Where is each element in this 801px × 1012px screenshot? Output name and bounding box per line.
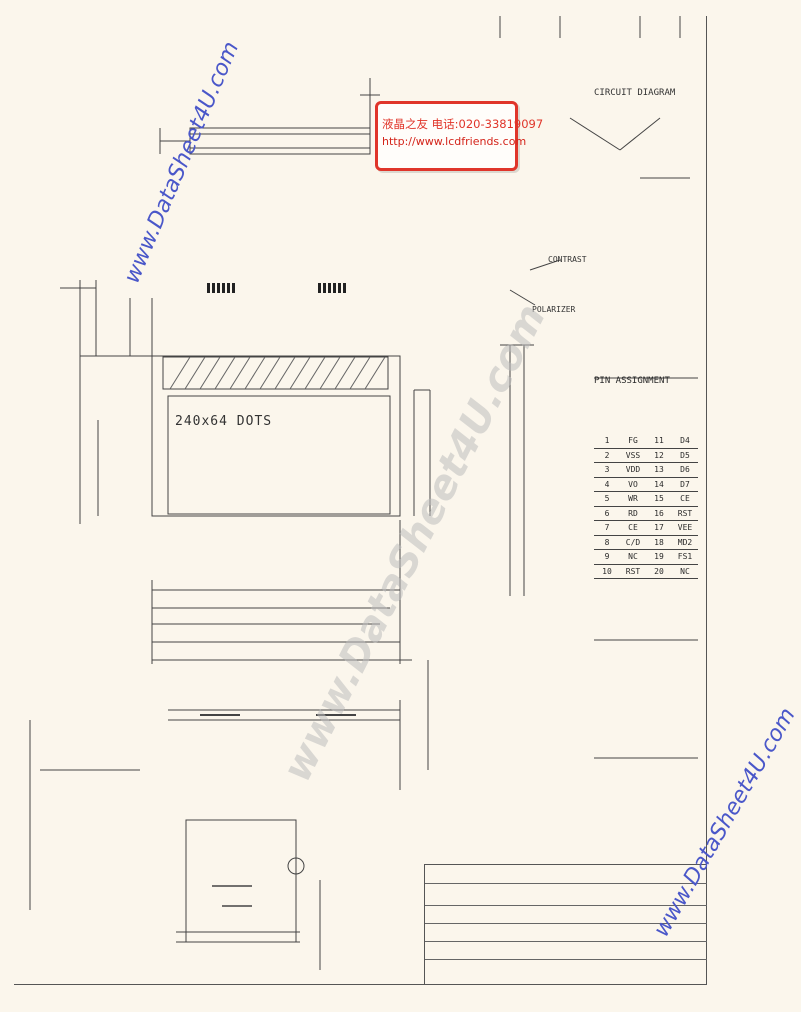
pin-cell: 13 <box>654 465 664 474</box>
pin-cell: FG <box>628 436 638 445</box>
pin-cell: D6 <box>680 465 690 474</box>
pin-cell: VDD <box>625 465 641 474</box>
pin-row: 6 RD 16 RST <box>594 507 698 521</box>
pin-cell: 10 <box>602 566 612 576</box>
pin-cell: 18 <box>654 537 664 547</box>
pin-cell: 19 <box>654 552 664 561</box>
pin-cell: 20 <box>654 566 664 576</box>
pin-cell: NC <box>628 552 638 561</box>
pin-row: 5 WR 15 CE <box>594 492 698 507</box>
pin-cell: RST <box>677 508 693 518</box>
pin-cell: RD <box>628 508 638 518</box>
dealer-stamp: 液晶之友 电话:020-33819097 http://www.lcdfrien… <box>375 101 544 171</box>
contrast-label: CONTRAST <box>548 255 587 264</box>
pin-cell: WR <box>628 494 638 503</box>
pin-cell: 5 <box>604 494 610 503</box>
pin-cell: D4 <box>680 436 690 445</box>
polarizer-label: POLARIZER <box>532 305 576 314</box>
pin-cell: 7 <box>604 523 610 532</box>
pin-row: 7 CE 17 VEE <box>594 521 698 536</box>
pin-cell: 2 <box>604 450 610 460</box>
pin-cell: 17 <box>654 523 664 532</box>
pin-cell: 15 <box>654 494 664 503</box>
sheet-border <box>14 16 707 985</box>
pin-cell: CE <box>680 494 690 503</box>
pin-cell: 6 <box>604 508 610 518</box>
pin-cell: 14 <box>654 479 664 489</box>
pin-row: 8 C/D 18 MD2 <box>594 536 698 550</box>
mechanical-drawing <box>29 16 698 970</box>
pin-cell: 9 <box>604 552 610 561</box>
pin-cell: 16 <box>654 508 664 518</box>
pin-cell: D5 <box>680 450 690 460</box>
pin-row: 4 VO 14 D7 <box>594 478 698 492</box>
pin-cell: VO <box>628 479 638 489</box>
pin-cell: C/D <box>625 537 641 547</box>
pin-cell: VEE <box>677 523 693 532</box>
stamp-phone-text: 液晶之友 电话:020-33819097 <box>382 117 544 131</box>
pin-row: 10 RST 20 NC <box>594 565 698 579</box>
stamp-url-text[interactable]: http://www.lcdfriends.com <box>382 135 527 148</box>
pin-cell: CE <box>628 523 638 532</box>
pin-cell: 1 <box>604 436 610 445</box>
pin-cell: FS1 <box>677 552 693 561</box>
pin-cell: MD2 <box>677 537 693 547</box>
pin-cell: 12 <box>654 450 664 460</box>
pin-row: 1 FG 11 D4 <box>594 434 698 449</box>
pin-cell: VSS <box>625 450 641 460</box>
pin-cell: 11 <box>654 436 664 445</box>
pin-cell: NC <box>680 566 690 576</box>
pin-cell: 4 <box>604 479 610 489</box>
title-block <box>424 864 707 985</box>
pin-cell: 3 <box>604 465 610 474</box>
pin-row: 9 NC 19 FS1 <box>594 550 698 565</box>
pin-row: 3 VDD 13 D6 <box>594 463 698 478</box>
pin-cell: RST <box>625 566 641 576</box>
pin-cell: D7 <box>680 479 690 489</box>
circuit-title: CIRCUIT DIAGRAM <box>594 88 676 98</box>
pin-row: 2 VSS 12 D5 <box>594 449 698 463</box>
pin-cell: 8 <box>604 537 610 547</box>
module-model-label: 240x64 DOTS <box>175 414 273 429</box>
pin-table-title: PIN ASSIGNMENT <box>594 376 670 386</box>
datasheet-page: CIRCUIT DIAGRAM CONTRAST POLARIZER 240x6… <box>14 16 801 985</box>
